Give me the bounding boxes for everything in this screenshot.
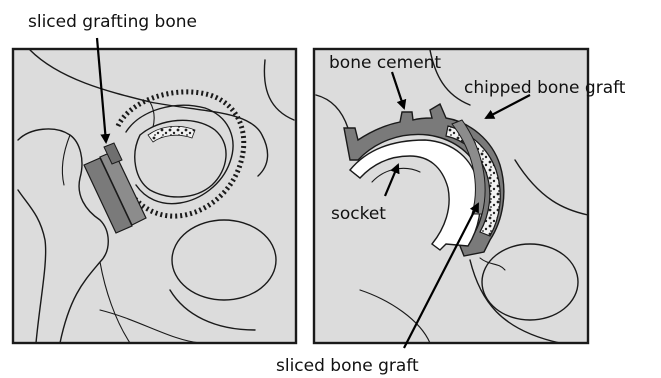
label-sliced-grafting-bone: sliced grafting bone (28, 12, 197, 32)
left-panel-frame (13, 49, 296, 343)
right-panel: bone cement chipped bone graft socket (314, 49, 626, 348)
label-chipped-bone-graft: chipped bone graft (464, 78, 626, 98)
left-panel: sliced grafting bone (13, 12, 296, 343)
label-bone-cement: bone cement (329, 53, 441, 73)
label-socket: socket (331, 204, 386, 224)
label-sliced-bone-graft: sliced bone graft (276, 356, 419, 376)
